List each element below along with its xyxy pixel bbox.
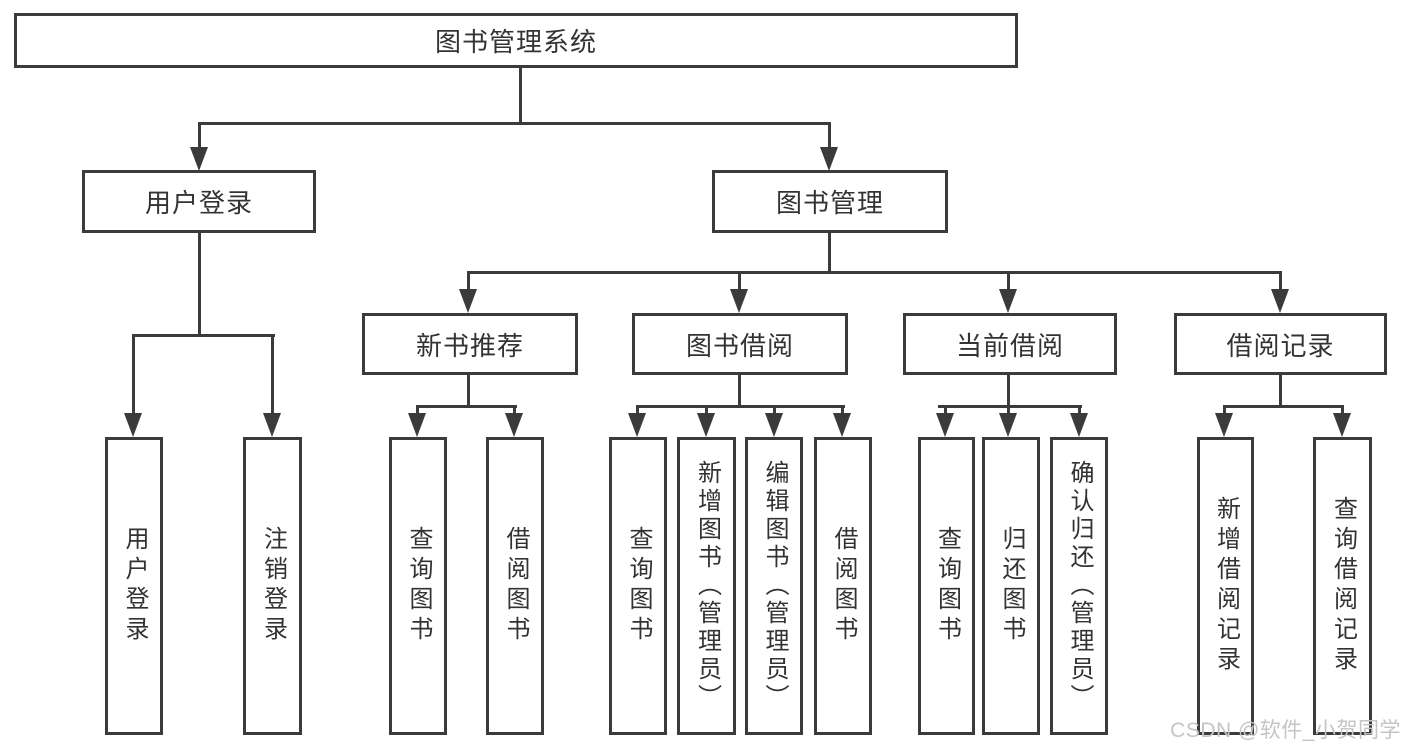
connector-line <box>271 334 274 419</box>
connector-line <box>416 405 517 408</box>
node-label: 归还图书 <box>998 526 1025 646</box>
node-label: 用户登录 <box>144 188 253 218</box>
node-current-borrowing: 当前借阅 <box>903 313 1117 375</box>
arrowhead-down <box>820 147 838 171</box>
node-label: 当前借阅 <box>955 330 1064 361</box>
connector-line <box>944 405 947 419</box>
arrowhead-down <box>999 289 1017 313</box>
arrowhead-down <box>190 147 208 171</box>
connector-line <box>198 232 201 334</box>
arrowhead-down <box>505 413 523 437</box>
connector-line <box>773 405 776 419</box>
connector-line <box>132 334 275 337</box>
connector-line <box>198 122 201 150</box>
connector-line <box>1078 405 1081 419</box>
arrowhead-down <box>263 413 281 437</box>
leaf-query-borrow-record: 查询借阅记录 <box>1313 437 1372 735</box>
connector-line <box>467 373 470 407</box>
node-label: 借阅记录 <box>1226 330 1335 361</box>
node-label: 图书管理系统 <box>434 27 597 57</box>
arrowhead-down <box>936 413 954 437</box>
node-user-login: 用户登录 <box>82 170 316 233</box>
node-label: 查询图书 <box>933 526 961 646</box>
leaf-query-books-current: 查询图书 <box>918 437 975 735</box>
connector-line <box>1223 405 1344 408</box>
arrowhead-down <box>833 413 851 437</box>
arrowhead-down <box>459 289 477 313</box>
connector-line <box>1007 373 1010 407</box>
leaf-logout-login: 注销登录 <box>243 437 302 735</box>
node-borrowing-records: 借阅记录 <box>1174 313 1387 375</box>
node-label: 借阅图书 <box>502 526 529 646</box>
node-label: 注销登录 <box>259 526 287 646</box>
arrowhead-down <box>697 413 715 437</box>
connector-line <box>636 405 639 419</box>
node-label: 编辑图书（管理员） <box>761 460 788 712</box>
leaf-query-books-recommend: 查询图书 <box>389 437 447 735</box>
connector-line <box>738 271 741 293</box>
node-label: 借阅图书 <box>830 526 857 646</box>
node-book-borrowing: 图书借阅 <box>632 313 848 375</box>
node-label: 用户登录 <box>121 526 148 646</box>
connector-line <box>1007 271 1010 293</box>
connector-line <box>1279 271 1282 293</box>
connector-line <box>828 122 831 150</box>
connector-line <box>705 405 708 419</box>
leaf-borrow-books-borrowing: 借阅图书 <box>814 437 872 735</box>
arrowhead-down <box>999 413 1017 437</box>
node-label: 图书借阅 <box>685 330 794 361</box>
arrowhead-down <box>124 413 142 437</box>
connector-line <box>1223 405 1226 419</box>
leaf-confirm-return-admin: 确认归还（管理员） <box>1050 437 1108 735</box>
connector-line <box>636 405 845 408</box>
arrowhead-down <box>408 413 426 437</box>
connector-line <box>1341 405 1344 419</box>
connector-line <box>416 405 419 419</box>
leaf-user-login: 用户登录 <box>105 437 163 735</box>
node-label: 查询图书 <box>625 526 652 646</box>
leaf-add-borrow-record: 新增借阅记录 <box>1197 437 1254 735</box>
leaf-add-book-admin: 新增图书（管理员） <box>677 437 736 735</box>
arrowhead-down <box>1070 413 1088 437</box>
csdn-watermark: CSDN @软件_小贺同学 <box>1170 719 1401 742</box>
arrowhead-down <box>628 413 646 437</box>
leaf-return-books: 归还图书 <box>982 437 1040 735</box>
node-label: 新增图书（管理员） <box>693 460 721 712</box>
node-label: 查询借阅记录 <box>1329 496 1357 676</box>
leaf-borrow-books-recommend: 借阅图书 <box>486 437 544 735</box>
arrowhead-down <box>1215 413 1233 437</box>
arrowhead-down <box>730 289 748 313</box>
arrowhead-down <box>765 413 783 437</box>
connector-line <box>828 232 831 273</box>
node-book-management: 图书管理 <box>712 170 948 233</box>
connector-line <box>467 271 470 293</box>
node-label: 新增借阅记录 <box>1212 496 1240 676</box>
connector-line <box>467 271 1282 274</box>
connector-line <box>1007 405 1010 419</box>
connector-line <box>938 405 1082 408</box>
connector-line <box>198 122 831 125</box>
connector-line <box>738 373 741 407</box>
arrowhead-down <box>1271 289 1289 313</box>
connector-line <box>132 334 135 419</box>
leaf-edit-book-admin: 编辑图书（管理员） <box>745 437 803 735</box>
arrowhead-down <box>1333 413 1351 437</box>
connector-line <box>513 405 516 419</box>
leaf-query-books-borrowing: 查询图书 <box>609 437 667 735</box>
connector-line <box>1279 373 1282 407</box>
connector-line <box>841 405 844 419</box>
node-label: 图书管理 <box>775 188 884 218</box>
node-label: 确认归还（管理员） <box>1066 460 1093 712</box>
connector-line <box>519 68 522 124</box>
node-library-system: 图书管理系统 <box>14 13 1018 68</box>
node-label: 新书推荐 <box>415 330 524 361</box>
node-label: 查询图书 <box>405 526 432 646</box>
node-new-book-recommend: 新书推荐 <box>362 313 578 375</box>
